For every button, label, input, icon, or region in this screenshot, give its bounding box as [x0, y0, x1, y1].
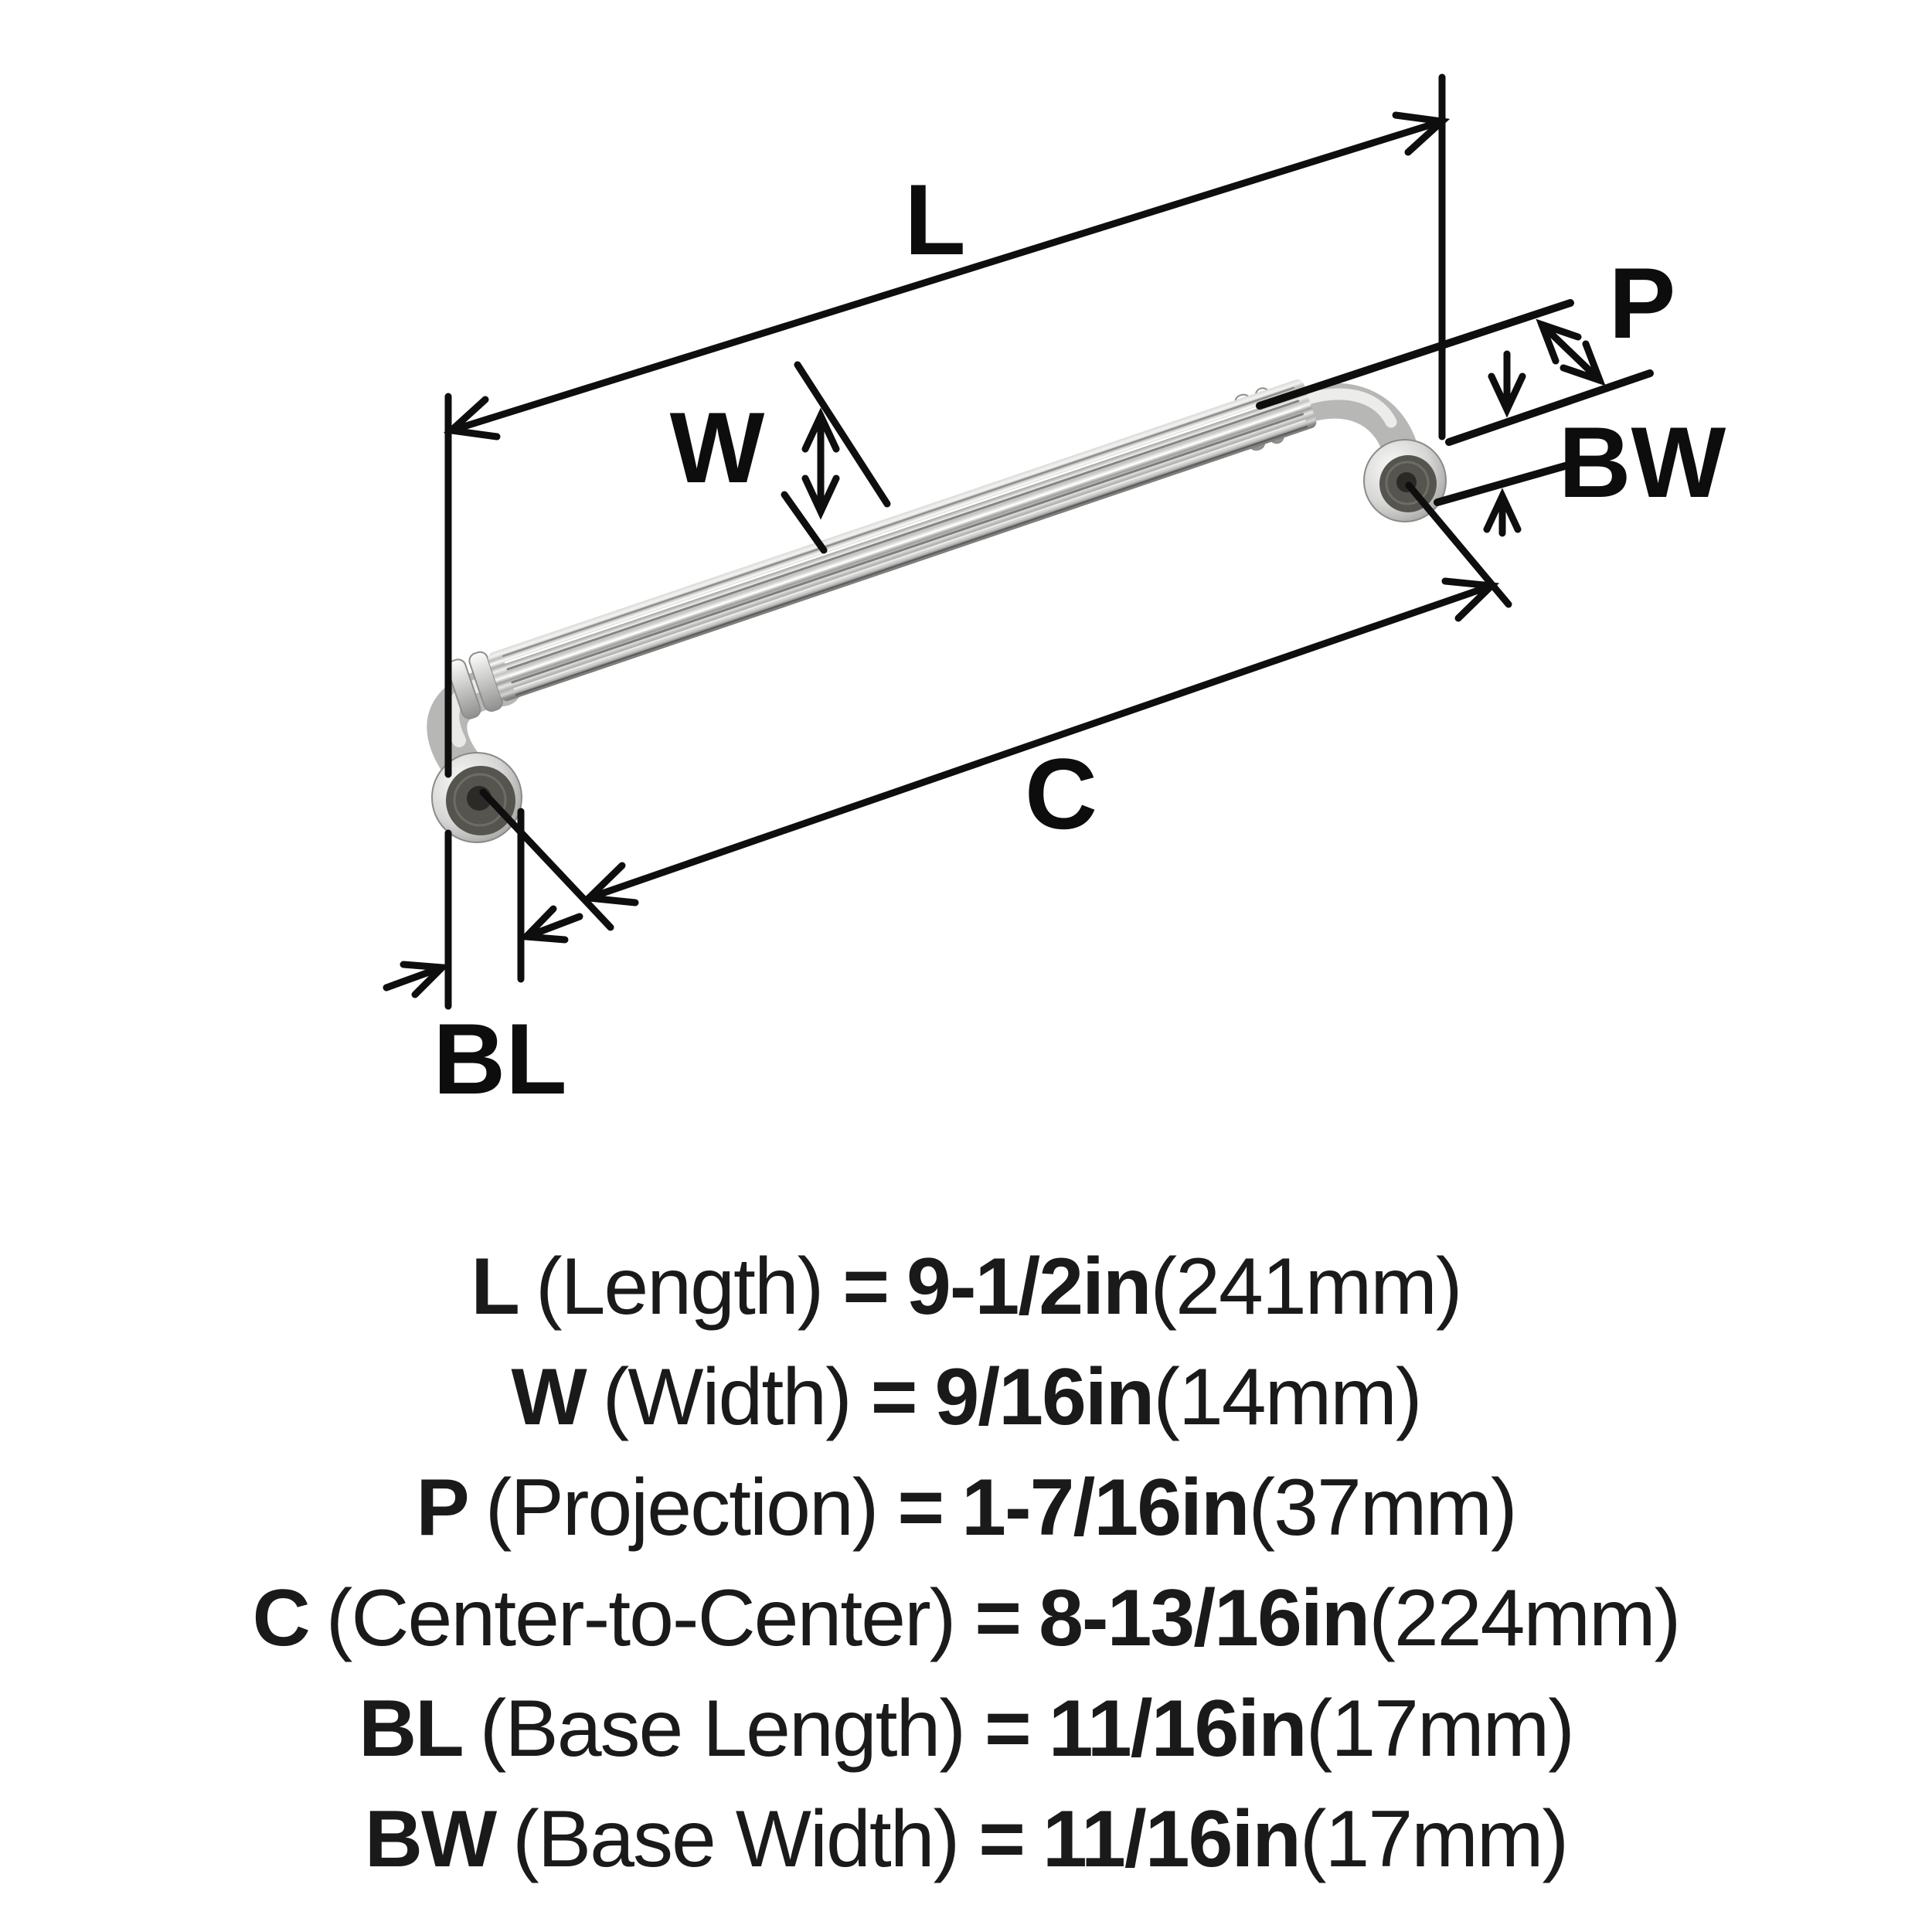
spec-equals: =	[978, 1794, 1026, 1884]
label-base-length: BL	[433, 1002, 566, 1115]
spec-row-length: L(Length)=9-1/2in(241mm)	[0, 1232, 1932, 1342]
handle-left-collar-ring-outer	[447, 658, 481, 719]
spec-metric: (224mm)	[1369, 1573, 1681, 1663]
base-width-dimension	[1434, 350, 1569, 537]
spec-abbr: L	[471, 1242, 520, 1332]
spec-abbr: P	[416, 1463, 469, 1553]
spec-value: 11/16in	[1048, 1684, 1308, 1774]
spec-row-base-length: BL(Base Length)=11/16in(17mm)	[0, 1674, 1932, 1784]
spec-row-base-width: BW(Base Width)=11/16in(17mm)	[0, 1784, 1932, 1895]
spec-row-width: W(Width)=9/16in(14mm)	[0, 1342, 1932, 1453]
length-dimension-line	[443, 111, 1451, 440]
spec-value: 1-7/16in	[961, 1463, 1250, 1553]
spec-name: (Projection)	[485, 1463, 879, 1553]
spec-row-projection: P(Projection)=1-7/16in(37mm)	[0, 1453, 1932, 1563]
spec-equals: =	[985, 1684, 1032, 1774]
spec-value: 8-13/16in	[1039, 1573, 1370, 1663]
spec-abbr: BW	[364, 1794, 497, 1884]
spec-abbr: BL	[359, 1684, 464, 1774]
label-width: W	[670, 391, 765, 504]
base-length-dimension	[383, 905, 583, 998]
spec-equals: =	[897, 1463, 944, 1553]
handle-bar	[447, 379, 1317, 719]
label-center-to-center: C	[1025, 737, 1097, 850]
projection-tick-lower	[1445, 369, 1654, 446]
projection-tick-upper	[1256, 299, 1574, 410]
dimension-spec-list: L(Length)=9-1/2in(241mm) W(Width)=9/16in…	[0, 1232, 1932, 1895]
spec-name: (Center-to-Center)	[325, 1573, 957, 1663]
projection-dimension	[1256, 299, 1654, 446]
spec-abbr: W	[511, 1352, 587, 1442]
spec-row-center-to-center: C(Center-to-Center)=8-13/16in(224mm)	[0, 1563, 1932, 1674]
spec-value: 11/16in	[1042, 1794, 1301, 1884]
spec-equals: =	[975, 1573, 1022, 1663]
handle-bar-flutes	[502, 386, 1308, 696]
spec-name: (Width)	[602, 1352, 852, 1442]
handle-bar-body	[488, 379, 1317, 702]
width-dimension	[781, 361, 891, 554]
label-projection: P	[1609, 247, 1676, 359]
spec-value: 9/16in	[934, 1352, 1155, 1442]
spec-metric: (17mm)	[1299, 1794, 1569, 1884]
label-length: L	[904, 163, 965, 276]
handle-right-base	[1363, 439, 1447, 522]
spec-name: (Base Width)	[512, 1794, 960, 1884]
spec-value: 9-1/2in	[906, 1242, 1151, 1332]
spec-metric: (37mm)	[1248, 1463, 1517, 1553]
spec-name: (Length)	[535, 1242, 824, 1332]
handle-dimension-drawing: L W P C BL BW	[383, 73, 1726, 1115]
width-tick-lower	[781, 491, 828, 554]
handle-pull	[427, 379, 1447, 843]
spec-metric: (17mm)	[1305, 1684, 1575, 1774]
spec-name: (Base Length)	[479, 1684, 966, 1774]
spec-metric: (241mm)	[1150, 1242, 1463, 1332]
left-screw-extension-line	[479, 788, 614, 931]
label-base-width: BW	[1559, 406, 1726, 519]
spec-equals: =	[870, 1352, 918, 1442]
base-width-tick-lower	[1434, 462, 1569, 506]
spec-equals: =	[842, 1242, 889, 1332]
handle-left-base	[431, 752, 522, 843]
spec-abbr: C	[252, 1573, 311, 1663]
width-tick-upper	[794, 361, 891, 508]
spec-metric: (14mm)	[1153, 1352, 1422, 1442]
center-to-center-dimension-line	[479, 481, 1512, 931]
